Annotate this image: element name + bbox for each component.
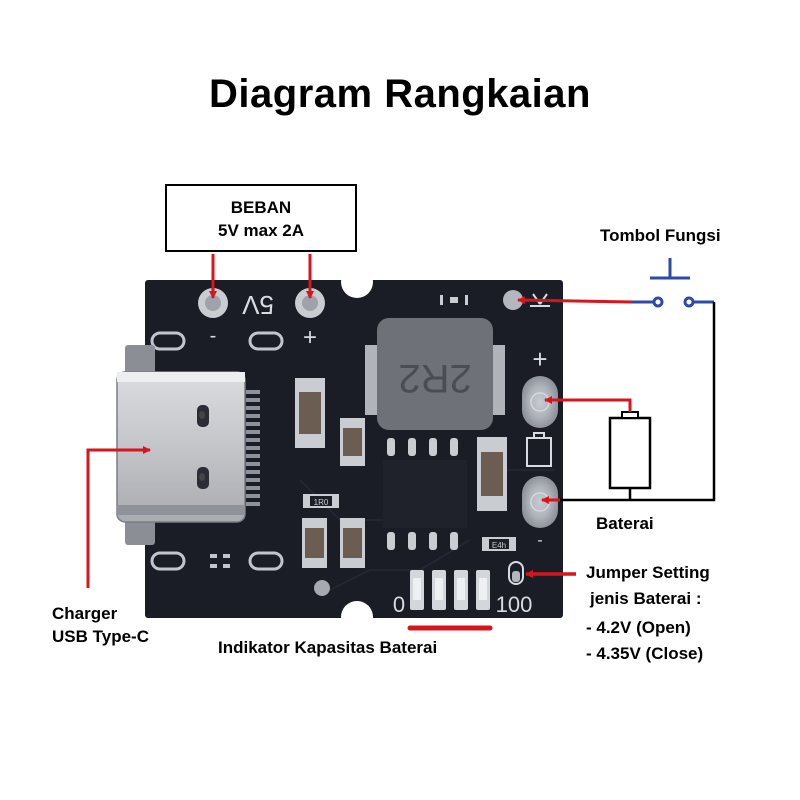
- output-plus-pad: [295, 288, 325, 318]
- battery-plus-silkscreen: +: [532, 344, 547, 374]
- usb-c-connector: [116, 345, 260, 545]
- battery-plus-wire: [544, 396, 632, 412]
- charger-label-line2: USB Type-C: [52, 627, 149, 646]
- battery-silkscreen-icon: [526, 432, 552, 467]
- diagram-title: Diagram Rangkaian: [209, 72, 591, 116]
- svg-text:1R0: 1R0: [314, 498, 329, 507]
- small-smd-top: [440, 295, 468, 305]
- svg-text:E4h: E4h: [492, 541, 506, 550]
- jumper-pad: [508, 561, 524, 585]
- led-4: [476, 570, 490, 610]
- jumper-option-close: - 4.35V (Close): [586, 644, 704, 663]
- battery-symbol: [608, 411, 652, 500]
- output-minus-pad: [198, 288, 228, 318]
- battery-minus-pad: [522, 476, 558, 528]
- small-pads: [210, 554, 330, 596]
- jumper-label-line1: Jumper Setting: [586, 563, 710, 582]
- board-notch-bottom: [341, 601, 373, 633]
- jumper-label-line2: jenis Baterai :: [590, 589, 702, 608]
- led-2: [432, 570, 446, 610]
- capacitor: [302, 518, 327, 568]
- capacitor: [477, 437, 507, 511]
- led-scale-max: 100: [496, 592, 533, 617]
- output-plus-silkscreen: +: [303, 324, 317, 351]
- charger-arrow: [86, 446, 151, 588]
- led-indicators: [410, 570, 490, 610]
- led-3: [454, 570, 468, 610]
- capacitor: [340, 518, 365, 568]
- switch-label: Tombol Fungsi: [600, 226, 721, 245]
- inductor-2r2: 2R2: [365, 318, 505, 430]
- board-notch-top: [341, 266, 373, 298]
- jumper-option-open: - 4.2V (Open): [586, 618, 691, 637]
- charger-label-line1: Charger: [52, 604, 118, 623]
- load-spec: 5V max 2A: [218, 221, 304, 240]
- battery-minus-silkscreen: -: [537, 532, 542, 549]
- push-button-symbol: [632, 258, 714, 308]
- slot-pads: [150, 331, 284, 571]
- output-minus-silkscreen: -: [210, 325, 217, 347]
- switch-return-wire: [560, 302, 716, 502]
- led-scale-min: 0: [393, 592, 405, 617]
- led-1: [410, 570, 424, 610]
- resistor-1r0: 1R0: [303, 494, 339, 508]
- load-box: BEBAN 5V max 2A: [165, 184, 357, 252]
- battery-label: Baterai: [596, 514, 654, 533]
- output-voltage-silkscreen: 5V: [241, 290, 273, 320]
- svg-text:2R2: 2R2: [398, 356, 471, 400]
- ic-chip: [383, 438, 467, 550]
- battery-plus-pad: [522, 376, 558, 428]
- resistor-e4h: E4h: [482, 537, 516, 551]
- capacitor: [295, 378, 325, 448]
- indicator-label: Indikator Kapasitas Baterai: [218, 638, 438, 657]
- load-label: BEBAN: [230, 198, 292, 217]
- capacitor: [340, 418, 365, 466]
- switch-wire: [517, 296, 633, 305]
